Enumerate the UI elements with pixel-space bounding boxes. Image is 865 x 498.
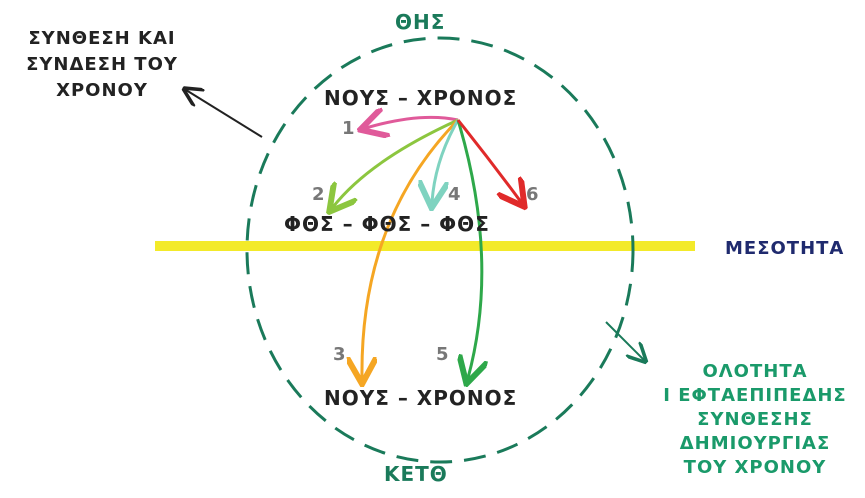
- right-note-line-4: ΔΗΜΙΟΥΡΓΙΑΣ: [679, 433, 831, 454]
- arrow-6-number: 6: [526, 184, 539, 205]
- arrow-4: [432, 119, 460, 202]
- right-note-line-3: ΣΥΝΘΕΣΗΣ: [697, 409, 813, 430]
- top-left-note-line-3: ΧΡΟΝΟΥ: [56, 80, 148, 101]
- arrow-1: [366, 117, 459, 128]
- dashed-circle: [245, 36, 635, 464]
- arrow-3-number: 3: [333, 344, 346, 365]
- arrow-1-number: 1: [342, 118, 355, 139]
- top-left-note: ΣΥΝΘΕΣΗ ΚΑΙ ΣΥΝΔΕΣΗ ΤΟΥ ΧΡΟΝΟΥ: [12, 26, 192, 104]
- arrow-2-number: 2: [312, 184, 325, 205]
- top-heading: ΝΟΥΣ – ΧΡΟΝΟΣ: [324, 86, 518, 110]
- arrow-6: [456, 119, 521, 202]
- arrow-5: [458, 119, 482, 378]
- arrow-2: [333, 118, 459, 207]
- right-note-line-1: ΟΛΟΤΗΤΑ: [702, 361, 808, 382]
- top-title: ΘΗΣ: [395, 10, 446, 34]
- arrow-4-number: 4: [448, 184, 461, 205]
- pointer-to-top-left-note: [186, 90, 263, 138]
- bottom-title: ΚΕΤΘ: [384, 462, 448, 486]
- right-note-line-5: ΤΟΥ ΧΡΟΝΟΥ: [683, 457, 827, 478]
- arrow-3: [362, 118, 460, 378]
- middle-heading: ΦΘΣ – ΦΘΣ – ΦΘΣ: [284, 212, 490, 236]
- pointer-to-right-note: [605, 321, 644, 360]
- top-left-note-line-1: ΣΥΝΘΕΣΗ ΚΑΙ: [28, 28, 176, 49]
- yellow-band: [155, 241, 695, 251]
- arrow-5-number: 5: [436, 344, 449, 365]
- mesotita-label: ΜΕΣΟΤΗΤΑ: [725, 238, 845, 259]
- bottom-heading: ΝΟΥΣ – ΧΡΟΝΟΣ: [324, 386, 518, 410]
- right-note-line-2: Ι ΕΦΤΑΕΠΙΠΕΔΗΣ: [663, 385, 847, 406]
- top-left-note-line-2: ΣΥΝΔΕΣΗ ΤΟΥ: [26, 54, 178, 75]
- right-note: ΟΛΟΤΗΤΑ Ι ΕΦΤΑΕΠΙΠΕΔΗΣ ΣΥΝΘΕΣΗΣ ΔΗΜΙΟΥΡΓ…: [650, 360, 860, 480]
- arrows-layer: [333, 117, 521, 378]
